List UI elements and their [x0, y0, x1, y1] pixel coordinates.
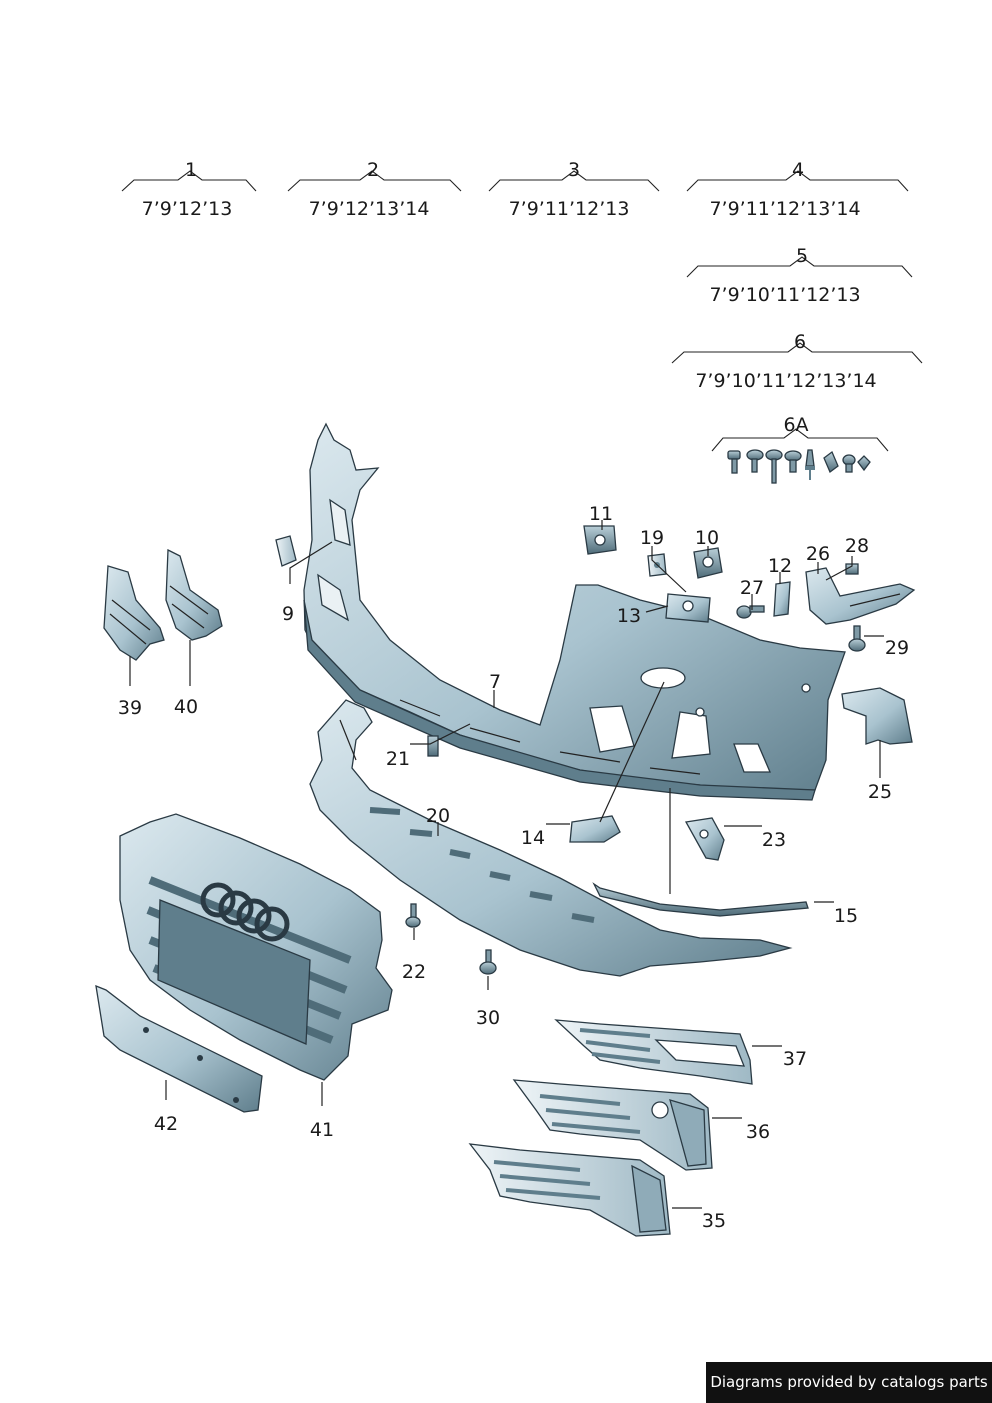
group-2: 2 7’9’12’13’14 — [287, 159, 462, 220]
air-guide-40 — [165, 548, 223, 641]
plate-13 — [665, 593, 711, 623]
group-6-label: 6 — [794, 331, 806, 353]
group-5: 5 7’9’10’11’12’13 — [686, 245, 913, 306]
callouts: 7 9 10 11 12 13 14 15 19 20 21 22 23 25 … — [118, 503, 909, 1232]
holder-10 — [693, 547, 723, 579]
bolt-27 — [736, 605, 765, 619]
group-6a-label: 6A — [783, 414, 808, 436]
callout-40: 40 — [174, 696, 198, 718]
bolt-icon — [784, 450, 802, 473]
callout-13: 13 — [617, 605, 641, 627]
group-1-applies: 7’9’12’13 — [142, 198, 233, 220]
bumper-cover-7 — [303, 422, 846, 801]
bolt-29 — [848, 625, 866, 652]
group-6-applies: 7’9’10’11’12’13’14 — [695, 370, 876, 392]
callout-23: 23 — [762, 829, 786, 851]
screw-icon — [765, 449, 783, 484]
impact-absorber-20 — [309, 699, 793, 977]
callout-27: 27 — [740, 577, 764, 599]
callout-42: 42 — [154, 1113, 178, 1135]
license-plate-bracket-42 — [95, 984, 263, 1113]
screw-30 — [479, 949, 497, 975]
credit-banner: Diagrams provided by catalogs parts — [706, 1362, 992, 1403]
callout-12: 12 — [768, 555, 792, 577]
fog-grille-36 — [512, 1079, 713, 1171]
callout-26: 26 — [806, 543, 830, 565]
fog-grille-37 — [554, 1019, 753, 1085]
group-4-label: 4 — [792, 159, 804, 181]
group-4-applies: 7’9’11’12’13’14 — [709, 198, 860, 220]
callout-36: 36 — [746, 1121, 770, 1143]
trim-strip-15 — [592, 882, 809, 917]
group-5-applies: 7’9’10’11’12’13 — [709, 284, 860, 306]
callout-35: 35 — [702, 1210, 726, 1232]
side-cover-9 — [275, 535, 297, 567]
clip-21 — [427, 735, 439, 757]
callout-25: 25 — [868, 781, 892, 803]
callout-29: 29 — [885, 637, 909, 659]
clip-icon — [805, 449, 815, 480]
callout-7: 7 — [489, 671, 501, 693]
bracket-23 — [684, 817, 725, 861]
callout-9: 9 — [282, 603, 294, 625]
fastener-set-6a — [727, 449, 871, 484]
screw-22 — [405, 903, 421, 928]
clip-icon — [823, 450, 839, 474]
radiator-grille-41 — [119, 813, 393, 1081]
bolt-icon — [727, 450, 741, 474]
leader-lines — [129, 520, 884, 1209]
group-1: 1 7’9’12’13 — [121, 159, 257, 220]
callout-28: 28 — [845, 535, 869, 557]
group-5-label: 5 — [796, 245, 808, 267]
side-bracket-25 — [841, 687, 913, 745]
washer-cap-14 — [569, 815, 621, 843]
nut-icon — [842, 454, 856, 473]
group-2-label: 2 — [367, 159, 379, 181]
callout-41: 41 — [310, 1119, 334, 1141]
bracket-26 — [805, 567, 916, 625]
group-1-label: 1 — [185, 159, 197, 181]
rings-logo — [200, 882, 290, 942]
callout-39: 39 — [118, 697, 142, 719]
callout-11: 11 — [589, 503, 613, 525]
group-3-label: 3 — [568, 159, 580, 181]
group-3: 3 7’9’11’12’13 — [488, 159, 660, 220]
bracket-11 — [583, 525, 617, 555]
callout-19: 19 — [640, 527, 664, 549]
callout-21: 21 — [386, 748, 410, 770]
group-6a: 6A — [711, 414, 889, 484]
callout-20: 20 — [426, 805, 450, 827]
callout-37: 37 — [783, 1048, 807, 1070]
group-4: 4 7’9’11’12’13’14 — [686, 159, 909, 220]
callout-15: 15 — [834, 905, 858, 927]
bolt-icon — [746, 449, 764, 473]
fog-grille-35 — [468, 1143, 671, 1237]
callout-30: 30 — [476, 1007, 500, 1029]
air-guide-39 — [103, 565, 165, 661]
callout-14: 14 — [521, 827, 545, 849]
bracket-12 — [773, 581, 791, 617]
group-3-applies: 7’9’11’12’13 — [509, 198, 630, 220]
nut-icon — [857, 455, 871, 472]
callout-22: 22 — [402, 961, 426, 983]
callout-10: 10 — [695, 527, 719, 549]
group-6: 6 7’9’10’11’12’13’14 — [671, 331, 923, 392]
group-2-applies: 7’9’12’13’14 — [309, 198, 430, 220]
